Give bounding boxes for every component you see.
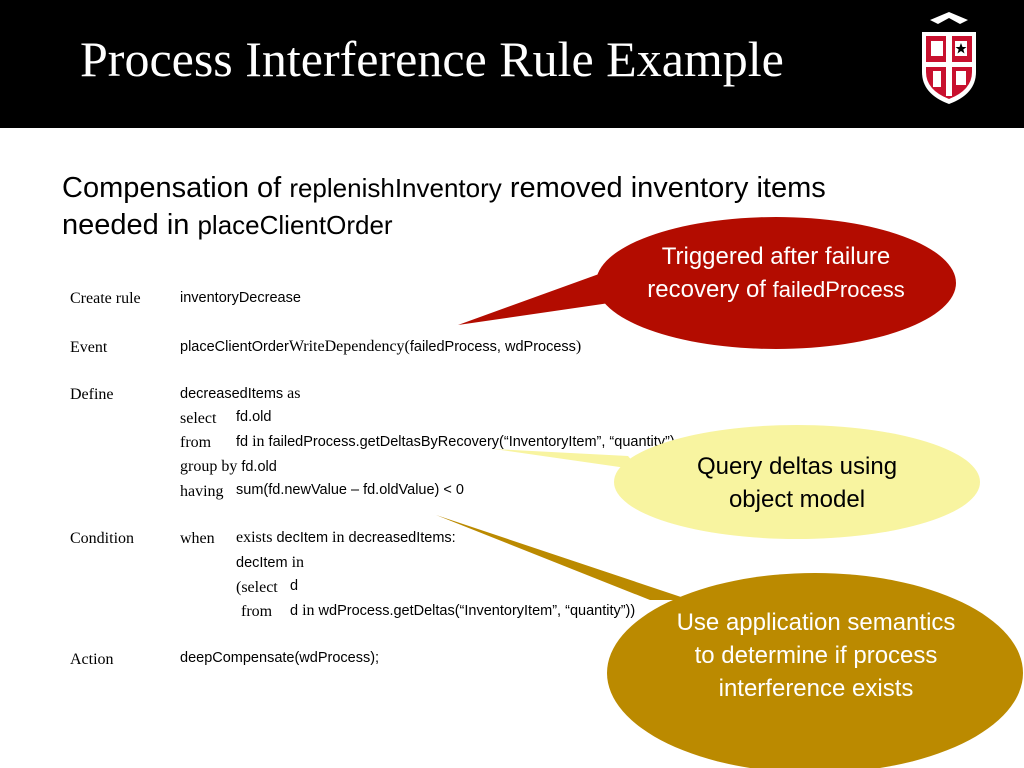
condition-when-keyword: when	[180, 530, 215, 547]
condition-decitem-line: decItem in	[236, 554, 305, 571]
subtitle-text: Compensation of	[62, 172, 290, 204]
condition-select-keyword: (select	[236, 579, 278, 596]
rule-label-event: Event	[70, 339, 108, 356]
action-value: deepCompensate(wdProcess);	[180, 650, 380, 666]
rule-label-create: Create rule	[70, 290, 141, 307]
define-line-1: decreasedItems as	[180, 385, 301, 402]
title-bar: Process Interference Rule Example	[0, 0, 1024, 128]
condition-select-value: d	[290, 578, 299, 594]
define-from-keyword: from	[180, 434, 212, 451]
callout-semantics-text: Use application semantics to determine i…	[676, 609, 956, 702]
slide-subtitle: Compensation of replenishInventory remov…	[62, 170, 882, 244]
callout-query-text: Query deltas using object model	[696, 453, 898, 513]
rule-name: inventoryDecrease	[180, 290, 301, 306]
condition-from-value: d in wdProcess.getDeltas(“InventoryItem”…	[290, 602, 636, 619]
subtitle-text: removed inventory items needed in	[62, 172, 826, 241]
university-seal-logo	[922, 12, 976, 104]
subtitle-code-replenish: replenishInventory	[289, 173, 502, 203]
callout-query	[494, 425, 980, 539]
slide-title: Process Interference Rule Example	[80, 31, 784, 87]
callout-triggered	[458, 217, 956, 349]
define-select-keyword: select	[180, 410, 217, 427]
subtitle-code-placeorder: placeClientOrder	[197, 210, 393, 240]
define-having-value: sum(fd.newValue – fd.oldValue) < 0	[236, 482, 464, 498]
rule-label-action: Action	[70, 651, 114, 668]
define-having-keyword: having	[180, 483, 224, 500]
rule-label-define: Define	[70, 386, 114, 403]
condition-from-keyword: from	[241, 603, 273, 620]
rule-event-line: placeClientOrderWriteDependency(failedPr…	[180, 338, 582, 355]
define-from-value: fd in failedProcess.getDeltasByRecovery(…	[236, 433, 675, 450]
condition-exists-line: exists decItem in decreasedItems:	[236, 529, 456, 546]
rule-label-condition: Condition	[70, 530, 135, 547]
callout-triggered-text: Triggered after failure recovery of fail…	[647, 243, 905, 303]
callout-semantics	[436, 515, 1023, 768]
define-groupby-line: group by fd.old	[180, 458, 277, 475]
define-select-value: fd.old	[236, 409, 272, 425]
